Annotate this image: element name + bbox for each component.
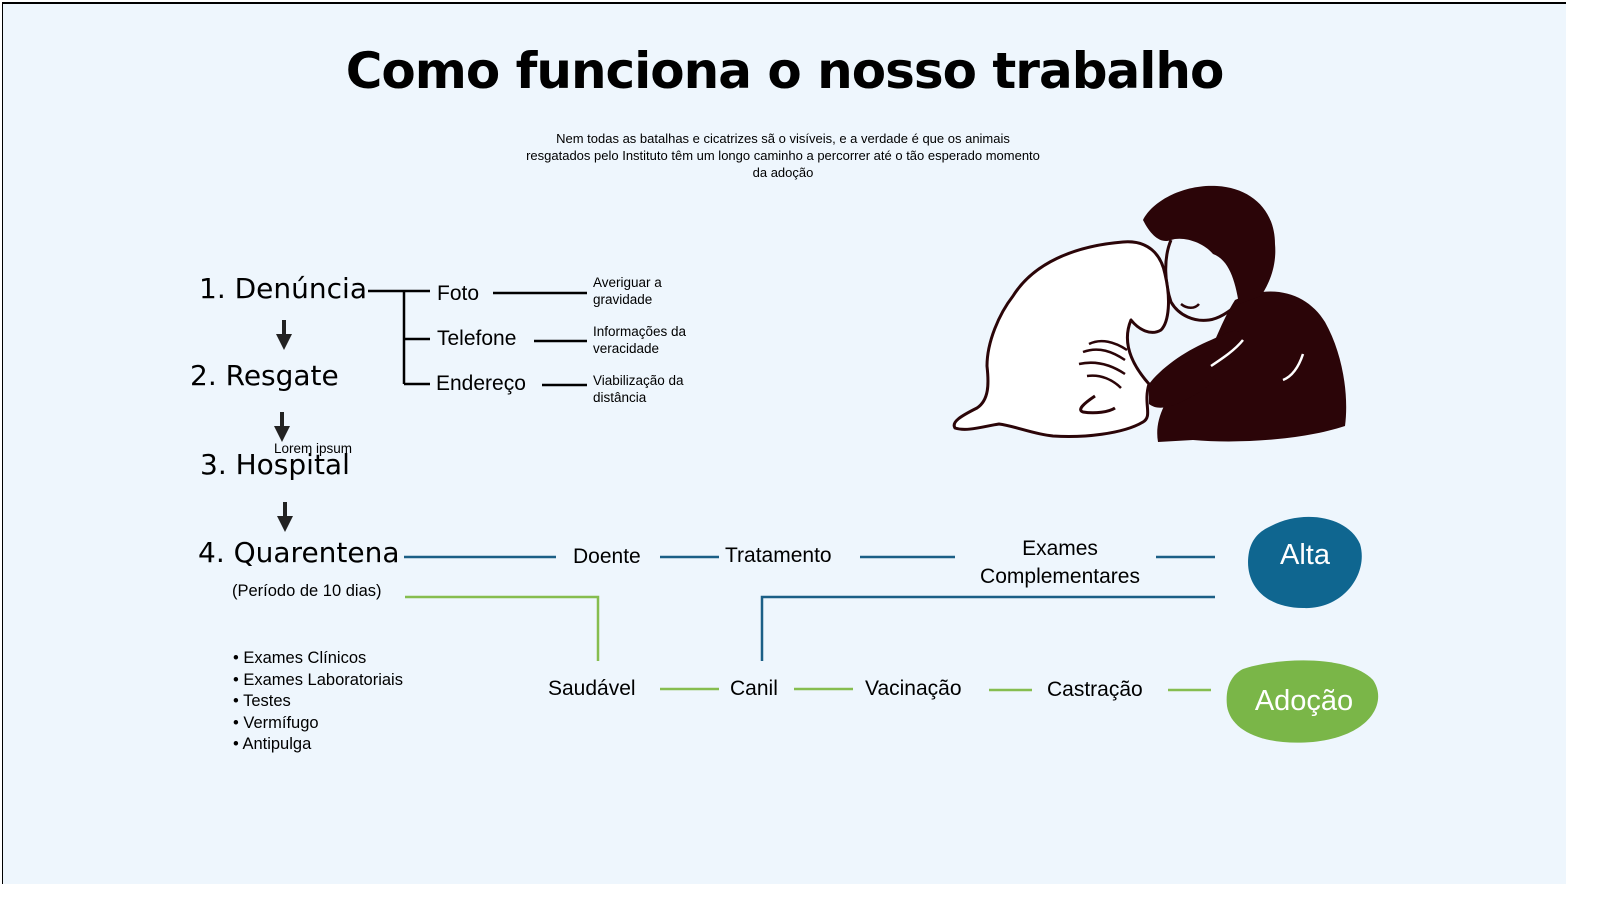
list-item: Testes: [233, 691, 403, 713]
list-item: Antipulga: [233, 734, 403, 756]
step-hospital: 3. Hospital: [200, 448, 350, 481]
outcome-adocao: Adoção: [1254, 685, 1354, 717]
node-tratamento: Tratamento: [725, 544, 832, 567]
lorem-text: Lorem ipsum: [274, 441, 353, 456]
quarantine-to-healthy-line: [405, 595, 600, 661]
step-denuncia: 1. Denúncia: [199, 272, 367, 305]
step-resgate: 2. Resgate: [190, 359, 339, 392]
outcome-alta: Alta: [1280, 539, 1330, 571]
connector-lines: [274, 185, 1379, 743]
list-item: Exames Laboratoriais: [233, 670, 403, 692]
down-arrow-icon: [274, 412, 290, 442]
branch-endereco: Endereço: [436, 372, 526, 395]
branch-foto: Foto: [437, 282, 480, 305]
exam-checklist: Exames Clínicos Exames Laboratoriais Tes…: [233, 648, 403, 756]
step-quarentena: 4. Quarentena: [198, 536, 400, 569]
list-item: Vermífugo: [233, 713, 403, 735]
list-item: Exames Clínicos: [233, 648, 403, 670]
detail-endereco: Viabilização da distância: [593, 373, 684, 405]
down-arrow-icon: [277, 502, 293, 532]
quarantine-note: (Período de 10 dias): [232, 582, 382, 600]
slide: Como funciona o nosso trabalho Nem todas…: [2, 2, 1566, 884]
branch-telefone: Telefone: [437, 327, 517, 350]
node-exames-complementares: Exames Complementares: [980, 537, 1140, 588]
detail-foto: Averiguar a gravidade: [593, 275, 662, 307]
node-doente: Doente: [573, 545, 641, 568]
alta-to-canil-line: [760, 595, 1215, 661]
detail-telefone: Informações da veracidade: [593, 324, 687, 356]
down-arrow-icon: [276, 320, 292, 350]
node-vacinacao: Vacinação: [865, 677, 962, 700]
node-saudavel: Saudável: [548, 677, 636, 700]
person-hugging-dog-illustration: [952, 185, 1347, 442]
node-castracao: Castração: [1047, 678, 1143, 701]
page-title: Como funciona o nosso trabalho: [345, 42, 1225, 100]
page-subtitle: Nem todas as batalhas e cicatrizes sã o …: [526, 131, 1040, 180]
adocao-blob: [1226, 660, 1379, 743]
node-canil: Canil: [730, 677, 778, 700]
alta-blob: [1248, 516, 1362, 609]
